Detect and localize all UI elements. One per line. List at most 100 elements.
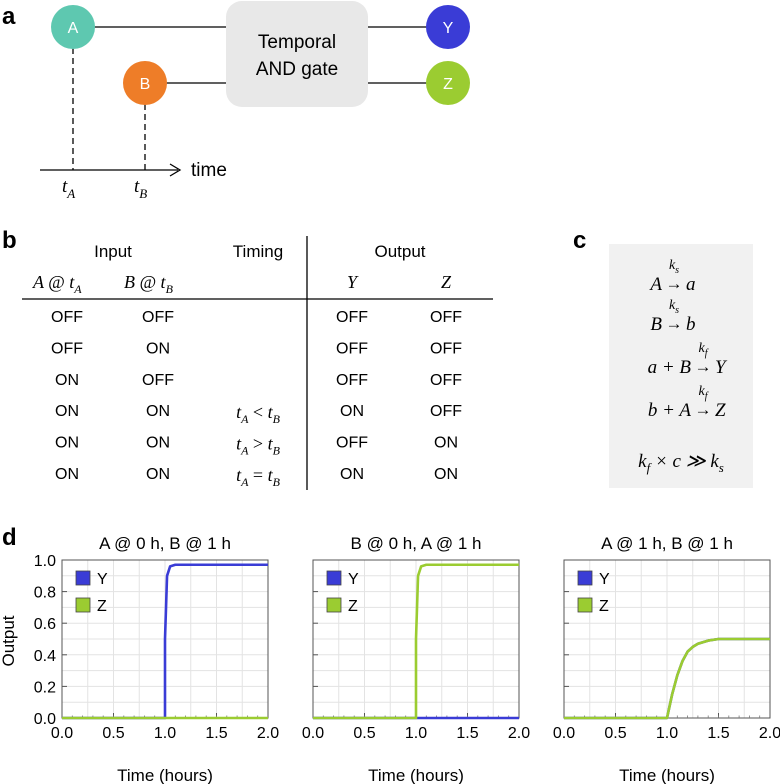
table-cell-b: ON [146, 466, 170, 483]
legend-label-y: Y [97, 571, 108, 588]
x-axis-label: Time (hours) [117, 766, 213, 784]
legend-swatch-y [75, 570, 91, 586]
eq3-arrow: → [695, 357, 712, 376]
panel-label-a: a [2, 3, 16, 30]
eq4-left: b + A [648, 400, 691, 421]
gate-label-line1: Temporal [258, 32, 336, 53]
header-timing: Timing [233, 242, 283, 261]
eq2-left: B [650, 314, 662, 335]
table-cell-y: OFF [336, 435, 368, 452]
node-a [51, 5, 95, 49]
legend-label-y: Y [348, 571, 359, 588]
x-tick-label: 0.0 [51, 725, 73, 742]
x-tick-label: 0.5 [604, 725, 626, 742]
eq1-rate: ks [669, 258, 679, 276]
table-cell-b: ON [146, 403, 170, 420]
x-tick-label: 1.0 [405, 725, 427, 742]
table-cell-a: ON [55, 435, 79, 452]
table-cell-b: OFF [142, 372, 174, 389]
header-output: Output [374, 242, 425, 261]
eq3-left: a + B [648, 357, 692, 378]
x-tick-label: 2.0 [759, 725, 780, 742]
y-tick-label: 1.0 [34, 553, 56, 570]
legend-swatch-z [577, 597, 593, 613]
legend-swatch-z [75, 597, 91, 613]
eq3-right: Y [715, 357, 728, 378]
reaction-scheme: A ks → a B ks → b a + B kf → Y b + A kf … [609, 244, 753, 488]
panel-label-c: c [573, 227, 586, 254]
x-tick-label: 0.5 [102, 725, 124, 742]
node-a-label: A [68, 20, 79, 37]
node-z [426, 61, 470, 105]
y-tick-label: 0.0 [34, 711, 56, 728]
table-cell-b: ON [146, 340, 170, 357]
legend-swatch-y [326, 570, 342, 586]
panel-label-d: d [2, 524, 17, 551]
truth-table: Input Timing Output A @ tA B @ tB Y Z OF… [22, 236, 493, 490]
legend-label-z: Z [599, 598, 609, 615]
x-tick-label: 1.0 [154, 725, 176, 742]
chart-title: A @ 0 h, B @ 1 h [99, 534, 231, 553]
table-cell-a: ON [55, 372, 79, 389]
x-tick-label: 0.0 [302, 725, 324, 742]
subheader-a-at-ta: A @ tA [32, 272, 82, 296]
table-cell-b: ON [146, 435, 170, 452]
x-axis-label: Time (hours) [368, 766, 464, 784]
y-tick-label: 0.4 [34, 648, 56, 665]
legend-label-z: Z [97, 598, 107, 615]
table-cell-y: OFF [336, 340, 368, 357]
x-tick-label: 2.0 [508, 725, 530, 742]
table-cell-b: OFF [142, 309, 174, 326]
x-tick-label: 1.0 [656, 725, 678, 742]
node-y-label: Y [443, 20, 454, 37]
table-cell-z: OFF [430, 309, 462, 326]
table-cell-timing: tA = tB [236, 465, 281, 489]
table-cell-a: OFF [51, 340, 83, 357]
table-rows: OFF OFF OFF OFF OFF ON OFF OFF ON OFF OFF OFF ON ON ON… [51, 309, 462, 489]
eq3-rate: kf [699, 341, 709, 359]
y-tick-label: 0.8 [34, 585, 56, 602]
table-cell-timing: tA < tB [236, 402, 281, 426]
node-b-label: B [140, 76, 151, 93]
time-axis-arrow [169, 163, 182, 177]
series-line-z [564, 637, 770, 720]
legend-label-z: Z [348, 598, 358, 615]
eq2-arrow: → [666, 314, 683, 333]
panel-label-b: b [2, 227, 17, 254]
charts: A @ 0 h, B @ 1 h 0.0 0.5 1.0 1.5 2.0 0.0 0.2 0.4… [34, 534, 780, 784]
subheader-b-at-tb: B @ tB [124, 272, 174, 296]
x-tick-label: 1.5 [707, 725, 729, 742]
subheader-y: Y [347, 272, 359, 292]
time-label: time [191, 160, 227, 181]
reaction-box [609, 244, 753, 488]
t-a-label: tA [62, 176, 75, 201]
table-cell-z: OFF [430, 403, 462, 420]
header-input: Input [94, 242, 132, 261]
x-tick-label: 0.5 [353, 725, 375, 742]
table-cell-z: OFF [430, 372, 462, 389]
eq4-right: Z [715, 400, 726, 421]
x-tick-label: 0.0 [553, 725, 575, 742]
panel-a-diagram: time tA tB Temporal AND gate A B Y Z [40, 1, 470, 201]
subheader-z: Z [441, 272, 452, 292]
node-z-label: Z [443, 76, 453, 93]
x-tick-label: 1.5 [456, 725, 478, 742]
series-line-z [313, 563, 519, 720]
legend-swatch-y [577, 570, 593, 586]
table-cell-y: ON [340, 466, 364, 483]
x-axis-label: Time (hours) [619, 766, 715, 784]
table-cell-timing: tA > tB [236, 434, 281, 458]
eq1-left: A [648, 274, 662, 295]
table-cell-z: OFF [430, 340, 462, 357]
y-tick-label: 0.2 [34, 679, 56, 696]
gate-label-line2: AND gate [256, 59, 338, 80]
eq2-right: b [686, 314, 696, 335]
eq1-right: a [686, 274, 696, 295]
eq1-arrow: → [666, 274, 683, 293]
table-cell-a: OFF [51, 309, 83, 326]
node-b [123, 61, 167, 105]
eq5-condition: kf × c ≫ ks [638, 451, 724, 475]
